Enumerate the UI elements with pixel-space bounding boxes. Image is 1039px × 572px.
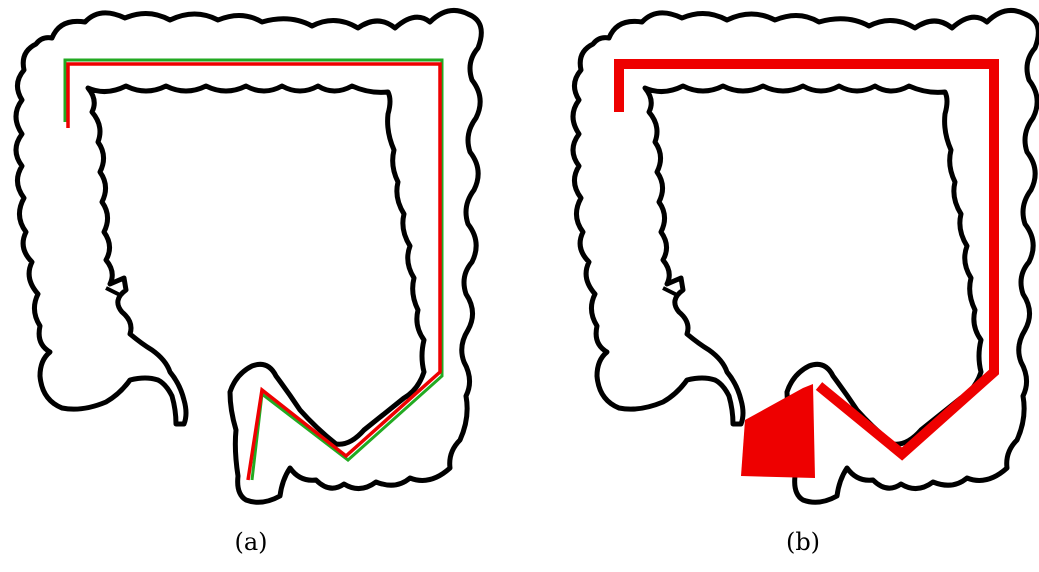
path-red-a bbox=[66, 62, 442, 481]
caption-a: (a) bbox=[234, 528, 268, 556]
colon-diagram-b bbox=[557, 0, 1039, 520]
caption-b: (b) bbox=[785, 528, 821, 556]
path-red-b-blob bbox=[741, 384, 815, 478]
colon-outline-a bbox=[16, 10, 481, 502]
path-red-b bbox=[614, 59, 999, 461]
colon-diagram-a bbox=[0, 0, 490, 520]
